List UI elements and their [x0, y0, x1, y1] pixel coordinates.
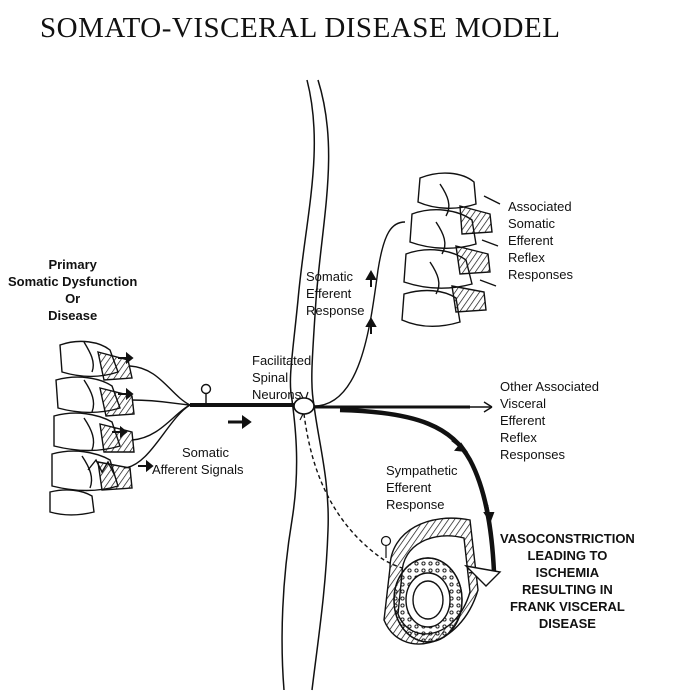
label-associated-somatic-responses: Associated Somatic Efferent Reflex Respo… [508, 199, 574, 282]
facilitated-neuron [280, 391, 315, 421]
label-other-visceral-responses: Other Associated Visceral Efferent Refle… [500, 379, 599, 462]
vertebral-column-left-icon [49, 340, 135, 516]
label-somatic-efferent-response: Somatic Efferent Response [306, 269, 365, 318]
afferent-fibers [123, 365, 280, 469]
label-somatic-afferent-signals: Somatic Afferent Signals [152, 445, 244, 477]
label-primary-somatic-dysfunction: Primary Somatic Dysfunction Or Disease [8, 257, 138, 323]
direction-arrows [112, 269, 495, 524]
label-sympathetic-efferent-response: Sympathetic Efferent Response [386, 463, 458, 512]
diagram-title: SOMATO-VISCERAL DISEASE MODEL [40, 12, 561, 44]
label-vasoconstriction-outcome: VASOCONSTRICTION LEADING TO ISCHEMIA RES… [500, 531, 635, 631]
vertebral-column-right-icon [401, 172, 501, 327]
label-facilitated-spinal-neurons: Facilitated Spinal Neurons [252, 353, 312, 402]
blood-vessel-icon [383, 517, 502, 645]
